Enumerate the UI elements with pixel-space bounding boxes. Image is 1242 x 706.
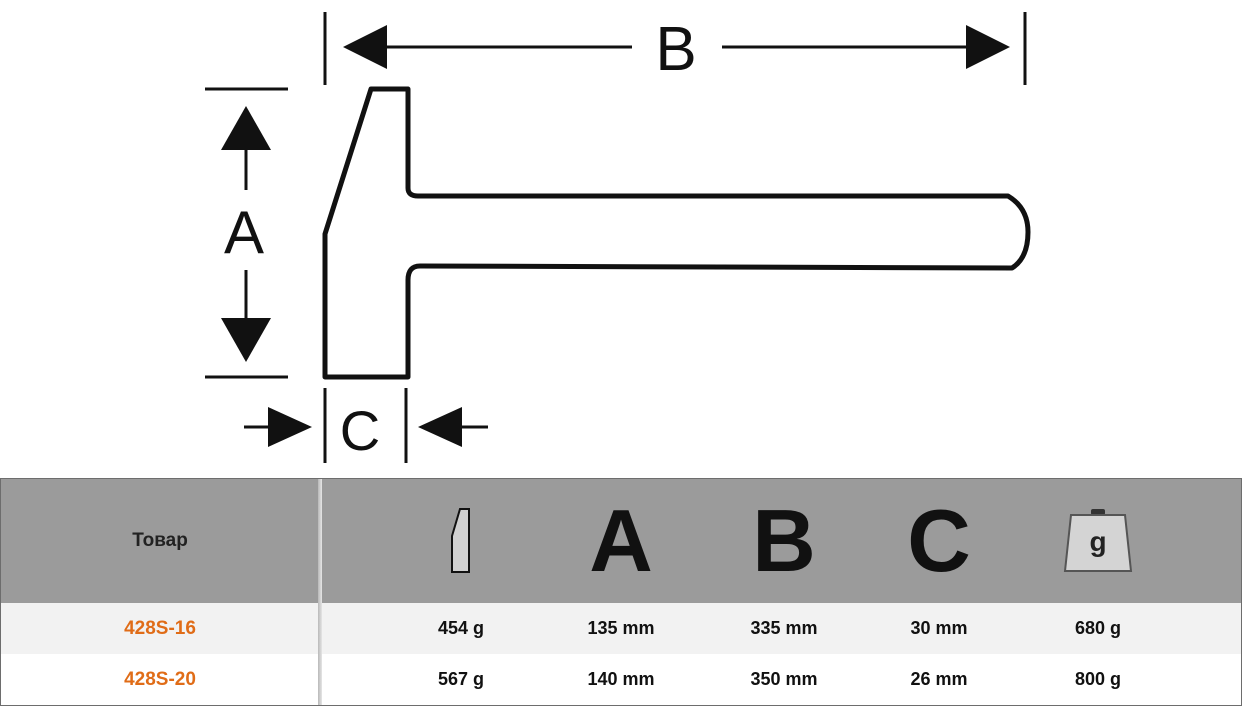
dimension-c-cell: 26 mm bbox=[910, 669, 968, 689]
hammer-outline bbox=[322, 86, 1031, 380]
dimension-a-label: A bbox=[224, 199, 264, 266]
column-header-b: B bbox=[752, 491, 816, 590]
weight-icon: g bbox=[1063, 509, 1133, 572]
hammer-dimension-diagram: B A C bbox=[205, 12, 1031, 463]
column-header-c: C bbox=[907, 491, 971, 590]
dimension-c-cell: 30 mm bbox=[910, 618, 968, 638]
table-header-row: Товар A B C g bbox=[1, 479, 1241, 603]
table-row: 428S-20 567 g 140 mm 350 mm 26 mm 800 g bbox=[1, 654, 1241, 705]
head-weight-cell: 454 g bbox=[437, 618, 485, 638]
column-header-a: A bbox=[589, 491, 653, 590]
total-weight-cell: 800 g bbox=[1074, 669, 1122, 689]
product-link[interactable]: 428S-20 bbox=[124, 668, 196, 690]
dimension-a-cell: 140 mm bbox=[587, 669, 655, 689]
total-weight-cell: 680 g bbox=[1074, 618, 1122, 638]
dimension-a-cell: 135 mm bbox=[587, 618, 655, 638]
hammer-head-column-header bbox=[381, 479, 541, 603]
head-weight-cell: 567 g bbox=[437, 669, 485, 689]
weight-icon-label: g bbox=[1089, 526, 1106, 557]
product-column-header: Товар bbox=[132, 530, 188, 551]
dimension-b-cell: 350 mm bbox=[750, 669, 818, 689]
column-divider bbox=[318, 479, 322, 705]
dimension-c-label: C bbox=[340, 399, 380, 462]
table-row: 428S-16 454 g 135 mm 335 mm 30 mm 680 g bbox=[1, 603, 1241, 654]
dimension-b-label: B bbox=[655, 15, 696, 84]
dimension-c: C bbox=[244, 388, 488, 463]
product-link[interactable]: 428S-16 bbox=[124, 617, 196, 639]
dimension-b: B bbox=[323, 12, 1027, 85]
weight-column-header: g bbox=[1018, 479, 1178, 603]
dimension-a: A bbox=[205, 87, 288, 379]
spec-table: Товар A B C g bbox=[0, 478, 1242, 706]
dimension-b-column-header: B bbox=[704, 479, 864, 603]
hammer-head-icon bbox=[451, 508, 470, 573]
dimension-b-cell: 335 mm bbox=[750, 618, 818, 638]
dimension-a-column-header: A bbox=[541, 479, 701, 603]
dimension-c-column-header: C bbox=[859, 479, 1019, 603]
